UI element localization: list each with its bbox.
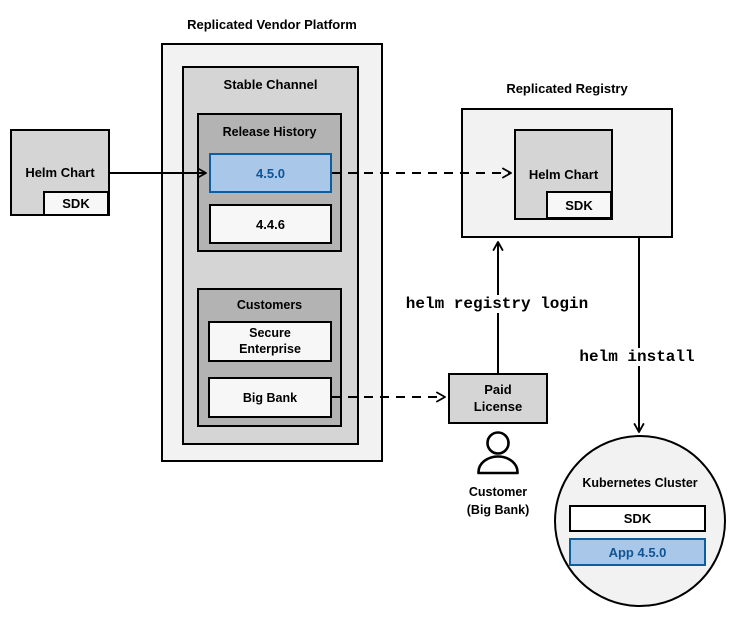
release-4-5-0-box: 4.5.0: [209, 153, 332, 193]
release-history-label: Release History: [222, 125, 317, 139]
source-helm-chart-box: Helm Chart SDK: [10, 129, 110, 216]
customer-caption: Customer (Big Bank): [466, 485, 530, 517]
customer-secure-enterprise-label: Secure Enterprise: [239, 325, 301, 356]
customer-secure-enterprise-box: Secure Enterprise: [208, 321, 332, 362]
source-sdk-box: SDK: [43, 191, 109, 216]
customers-label: Customers: [236, 298, 303, 312]
cluster-app-box: App 4.5.0: [569, 538, 706, 566]
cluster-sdk-box: SDK: [569, 505, 706, 532]
cluster-app-label: App 4.5.0: [608, 544, 667, 560]
customer-big-bank-box: Big Bank: [208, 377, 332, 418]
kubernetes-cluster-label: Kubernetes Cluster: [582, 476, 698, 490]
paid-license-box: Paid License: [448, 373, 548, 424]
release-4-4-6-label: 4.4.6: [256, 216, 285, 232]
customer-person-icon: [477, 431, 519, 475]
command-helm-install: helm install: [576, 348, 698, 366]
command-helm-registry-login: helm registry login: [402, 295, 592, 313]
source-helm-chart-label: Helm Chart: [25, 165, 95, 180]
customer-big-bank-label: Big Bank: [242, 390, 298, 405]
cluster-sdk-label: SDK: [623, 511, 652, 526]
registry-title: Replicated Registry: [506, 81, 628, 96]
source-sdk-label: SDK: [62, 196, 90, 211]
registry-helm-chart-label: Helm Chart: [528, 167, 599, 182]
paid-license-label: Paid License: [473, 381, 523, 414]
release-4-4-6-box: 4.4.6: [209, 204, 332, 244]
release-4-5-0-label: 4.5.0: [256, 165, 285, 181]
registry-sdk-label: SDK: [565, 197, 593, 213]
registry-sdk-box: SDK: [546, 191, 612, 219]
stable-channel-label: Stable Channel: [223, 77, 318, 92]
registry-helm-chart-box: Helm Chart SDK: [514, 129, 613, 220]
vendor-platform-title: Replicated Vendor Platform: [187, 17, 357, 32]
